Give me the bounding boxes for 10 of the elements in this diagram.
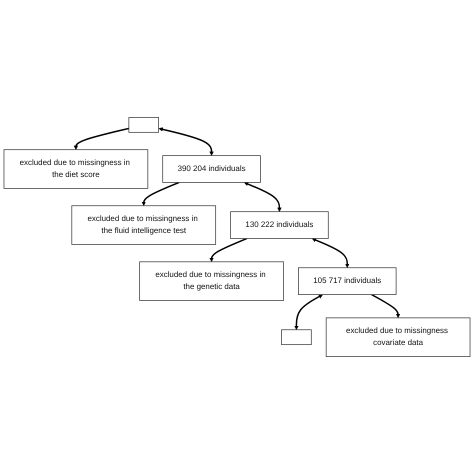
arrow — [158, 127, 214, 156]
node-box — [281, 329, 312, 346]
arrow — [312, 238, 350, 268]
arrow — [244, 182, 282, 212]
node-box — [128, 117, 159, 133]
arrow — [371, 294, 400, 318]
arrow — [74, 128, 130, 150]
arrow — [142, 182, 180, 206]
arrow — [294, 294, 323, 330]
arrow — [209, 238, 248, 262]
